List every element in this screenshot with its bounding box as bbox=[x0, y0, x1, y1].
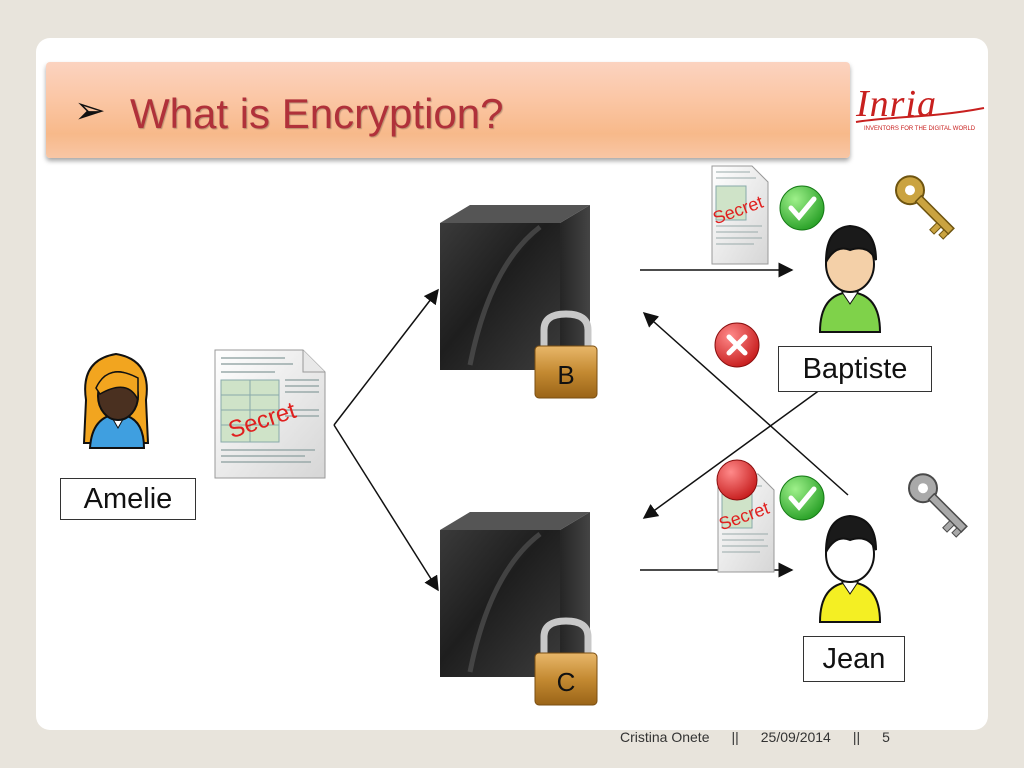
secret-document-main bbox=[214, 349, 326, 479]
logo-underline-icon bbox=[855, 107, 985, 123]
arrow-baptiste-to-box-c bbox=[642, 367, 851, 519]
arrow-document-to-box-c bbox=[333, 424, 439, 592]
arrow-jean-to-box-b bbox=[642, 312, 849, 496]
cross-icon-baptiste bbox=[714, 322, 760, 368]
inria-logo: Inria INVENTORS FOR THE DIGITAL WORLD bbox=[852, 83, 988, 134]
logo-wordmark: Inria bbox=[856, 83, 937, 125]
footer-author: Cristina Onete bbox=[620, 729, 710, 745]
logo-tagline: INVENTORS FOR THE DIGITAL WORLD bbox=[864, 126, 976, 132]
cross-icon-jean bbox=[716, 459, 758, 501]
gold-key-icon bbox=[895, 175, 955, 240]
jean-avatar bbox=[818, 514, 882, 623]
padlock-c-label: C bbox=[557, 667, 576, 697]
footer-separator: || bbox=[731, 729, 739, 745]
footer-date: 25/09/2014 bbox=[760, 729, 831, 745]
slide-title: What is Encryption? bbox=[130, 90, 504, 137]
check-icon-jean bbox=[779, 475, 825, 521]
padlock-b-label: B bbox=[557, 360, 574, 390]
box-b bbox=[440, 205, 590, 370]
padlock-c-icon bbox=[534, 617, 598, 706]
baptiste-label: Baptiste bbox=[778, 346, 932, 392]
amelie-avatar bbox=[82, 352, 150, 449]
footer-separator: || bbox=[852, 729, 861, 745]
jean-label: Jean bbox=[803, 636, 905, 682]
footer-page-number: 5 bbox=[882, 729, 890, 745]
check-icon-baptiste bbox=[779, 185, 825, 231]
arrow-document-to-box-b bbox=[333, 288, 439, 426]
arrowhead-bullet-icon: ➢ bbox=[74, 88, 106, 132]
box-c bbox=[440, 512, 590, 677]
title-bar: ➢ What is Encryption? bbox=[46, 62, 850, 158]
silver-key-icon bbox=[908, 473, 968, 538]
slide-footer: Cristina Onete || 25/09/2014 || 5 bbox=[620, 729, 912, 745]
secret-document-baptiste bbox=[711, 165, 769, 265]
padlock-b-icon bbox=[534, 310, 598, 399]
baptiste-avatar bbox=[818, 224, 882, 333]
amelie-label: Amelie bbox=[60, 478, 196, 520]
